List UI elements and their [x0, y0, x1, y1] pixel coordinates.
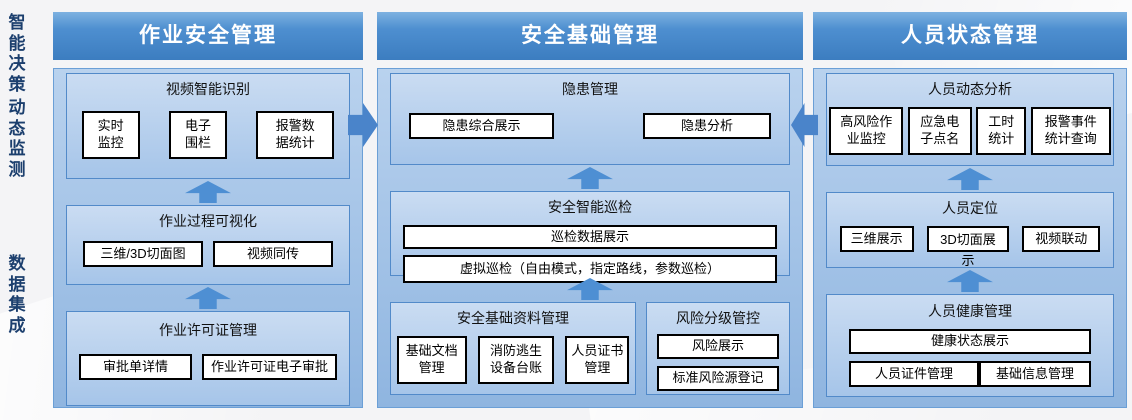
box-video-relay: 视频同传	[213, 241, 333, 267]
box-personnel-id-management: 人员证件管理	[849, 361, 979, 387]
panel-safety-basic-data-management: 安全基础资料管理 基础文档 管理 消防逃生 设备台账 人员证书 管理	[390, 302, 637, 395]
box-row: 人员证件管理 基础信息管理	[849, 361, 1091, 387]
box-alarm-event-statistics-query: 报警事件 统计查询	[1030, 107, 1111, 155]
up-arrow-icon	[947, 168, 993, 190]
box-fire-escape-equipment-ledger: 消防逃生 设备台账	[478, 336, 555, 384]
box-3d-section-display: 3D切面展 示	[926, 226, 1009, 268]
column-body-work-safety: 视频智能识别 实时 监控 电子 围栏 报警数 据统计 作业过程可视化 三维/3D…	[53, 68, 363, 408]
box-basic-info-management: 基础信息管理	[979, 361, 1091, 387]
side-label-intelligent-decision: 智能决策	[8, 13, 26, 94]
panel-risk-classification-control: 风险分级管控 风险展示 标准风险源登记	[646, 302, 790, 395]
box-3d-display: 三维展示	[839, 226, 914, 252]
box-standard-risk-source-registration: 标准风险源登记	[657, 366, 779, 391]
column-header-work-safety: 作业安全管理	[53, 12, 363, 60]
column-work-safety: 作业安全管理 视频智能识别 实时 监控 电子 围栏 报警数 据统计 作业过程可视…	[53, 12, 363, 408]
panel-title: 作业过程可视化	[159, 213, 257, 229]
panel-video-ai-recognition: 视频智能识别 实时 监控 电子 围栏 报警数 据统计	[66, 73, 350, 179]
box-high-risk-work-monitoring: 高风险作 业监控	[829, 107, 904, 155]
panel-title: 安全智能巡检	[548, 199, 632, 215]
box-row: 基础文档 管理 消防逃生 设备台账 人员证书 管理	[391, 336, 635, 384]
up-arrow-icon	[185, 181, 231, 203]
box-working-hours-statistics: 工时 统计	[976, 107, 1027, 155]
box-row: 三维展示 3D切面展 示 视频联动	[833, 226, 1107, 268]
panel-personnel-dynamic-analysis: 人员动态分析 高风险作 业监控 应急电 子点名 工时 统计 报警事件 统计查询	[826, 73, 1114, 166]
panel-personnel-positioning: 人员定位 三维展示 3D切面展 示 视频联动	[826, 192, 1114, 268]
panel-title: 人员动态分析	[928, 81, 1012, 97]
box-alarm-data-statistics: 报警数 据统计	[256, 111, 335, 159]
box-approval-detail: 审批单详情	[79, 354, 193, 380]
box-3d-section-view: 三维/3D切面图	[83, 241, 203, 267]
panel-title: 人员健康管理	[928, 303, 1012, 319]
up-arrow-icon	[567, 167, 613, 189]
side-label-data-integration: 数据集成	[8, 254, 26, 335]
column-body-safety-foundation: 隐患管理 隐患综合展示 隐患分析 安全智能巡检 巡检数据展示 虚拟巡检（自由模式…	[377, 68, 803, 408]
box-emergency-e-rollcall: 应急电 子点名	[907, 107, 972, 155]
box-health-status-display: 健康状态展示	[849, 329, 1091, 354]
box-row: 审批单详情 作业许可证电子审批	[79, 354, 337, 380]
bottom-panel-row: 安全基础资料管理 基础文档 管理 消防逃生 设备台账 人员证书 管理 风险分级管…	[390, 302, 790, 395]
box-basic-document-management: 基础文档 管理	[396, 336, 467, 384]
panel-hazard-management: 隐患管理 隐患综合展示 隐患分析	[390, 73, 790, 165]
panel-title: 风险分级管控	[676, 310, 761, 326]
panel-work-permit-management: 作业许可证管理 审批单详情 作业许可证电子审批	[66, 311, 350, 406]
box-permit-e-approval: 作业许可证电子审批	[202, 354, 337, 380]
column-header-safety-foundation: 安全基础管理	[377, 12, 803, 60]
box-row: 高风险作 业监控 应急电 子点名 工时 统计 报警事件 统计查询	[827, 107, 1113, 155]
box-inspection-data-display: 巡检数据展示	[403, 225, 777, 249]
panel-title: 隐患管理	[562, 81, 618, 97]
column-body-personnel-status: 人员动态分析 高风险作 业监控 应急电 子点名 工时 统计 报警事件 统计查询 …	[813, 68, 1127, 408]
panel-personnel-health-management: 人员健康管理 健康状态展示 人员证件管理 基础信息管理	[826, 294, 1114, 397]
box-realtime-monitoring: 实时 监控	[81, 111, 140, 159]
box-electronic-fence: 电子 围栏	[168, 111, 227, 159]
panel-work-process-visualization: 作业过程可视化 三维/3D切面图 视频同传	[66, 205, 350, 285]
column-personnel-status: 人员状态管理 人员动态分析 高风险作 业监控 应急电 子点名 工时 统计 报警事…	[813, 12, 1127, 408]
side-label-dynamic-monitoring: 动态监测	[8, 98, 26, 179]
column-header-personnel-status: 人员状态管理	[813, 12, 1127, 60]
panel-title: 人员定位	[942, 200, 998, 216]
panel-safety-smart-inspection: 安全智能巡检 巡检数据展示 虚拟巡检（自由模式，指定路线，参数巡检）	[390, 191, 790, 283]
box-hazard-analysis: 隐患分析	[643, 113, 771, 139]
up-arrow-icon	[185, 287, 231, 309]
panel-title: 安全基础资料管理	[457, 310, 570, 326]
box-risk-display: 风险展示	[657, 334, 779, 359]
box-row: 隐患综合展示 隐患分析	[409, 113, 771, 139]
box-video-linkage: 视频联动	[1022, 226, 1101, 252]
panel-title: 视频智能识别	[166, 81, 250, 97]
column-safety-foundation: 安全基础管理 隐患管理 隐患综合展示 隐患分析 安全智能巡检 巡检数据展示 虚拟…	[377, 12, 803, 408]
box-row: 实时 监控 电子 围栏 报警数 据统计	[67, 111, 349, 159]
box-hazard-overview: 隐患综合展示	[409, 113, 554, 139]
panel-title: 作业许可证管理	[159, 322, 257, 338]
box-personnel-certificate-management: 人员证书 管理	[565, 336, 630, 384]
box-row: 三维/3D切面图 视频同传	[83, 241, 333, 267]
up-arrow-icon	[947, 270, 993, 292]
